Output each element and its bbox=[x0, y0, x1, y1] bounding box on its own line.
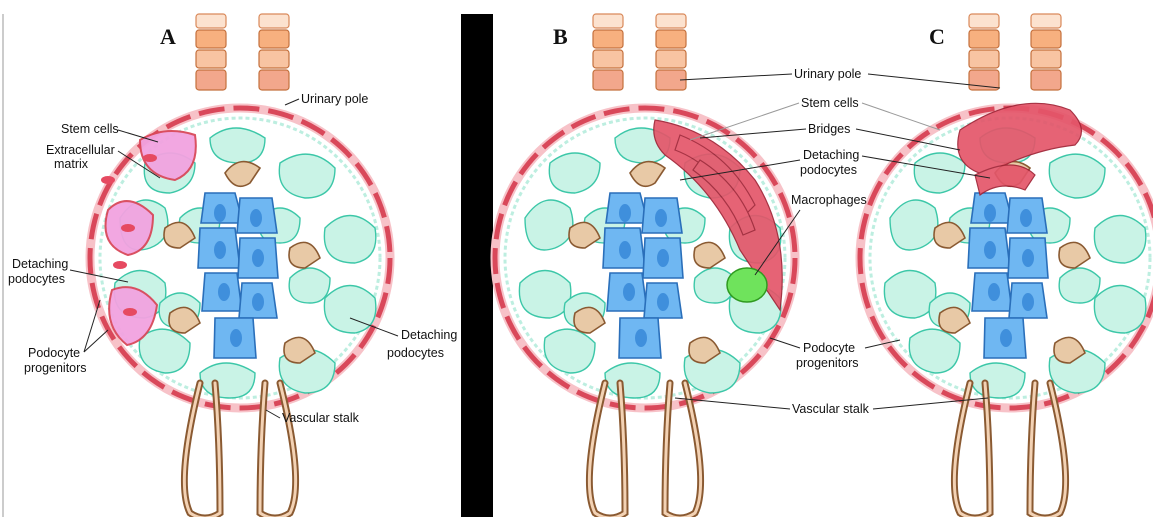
panel-b: B bbox=[495, 14, 795, 517]
label-a-vascular-stalk: Vascular stalk bbox=[282, 411, 360, 425]
label-a-detaching-right-line1: Detaching bbox=[401, 328, 457, 342]
label-a-detaching-left-line2: podocytes bbox=[8, 272, 65, 286]
label-detaching-line1: Detaching bbox=[803, 148, 859, 162]
label-bridges: Bridges bbox=[808, 122, 850, 136]
panel-letter-a: A bbox=[160, 24, 176, 49]
label-macrophages: Macrophages bbox=[791, 193, 867, 207]
label-a-urinary-pole: Urinary pole bbox=[301, 92, 368, 106]
panel-divider bbox=[461, 14, 493, 517]
panel-c: C bbox=[860, 14, 1153, 517]
label-a-detaching-left-line1: Detaching bbox=[12, 257, 68, 271]
label-progenitors-line2: progenitors bbox=[796, 356, 859, 370]
panel-a: A Urinary pole Stem cells Extracellular … bbox=[8, 14, 457, 517]
label-vascular-stalk: Vascular stalk bbox=[792, 402, 870, 416]
label-a-ecm-line1: Extracellular bbox=[46, 143, 115, 157]
panel-letter-b: B bbox=[553, 24, 568, 49]
label-a-progenitors-line1: Podocyte bbox=[28, 346, 80, 360]
label-a-stem-cells: Stem cells bbox=[61, 122, 119, 136]
label-a-detaching-right-line2: podocytes bbox=[387, 346, 444, 360]
panel-letter-c: C bbox=[929, 24, 945, 49]
label-a-ecm-line2: matrix bbox=[54, 157, 89, 171]
label-progenitors-line1: Podocyte bbox=[803, 341, 855, 355]
label-stem-cells: Stem cells bbox=[801, 96, 859, 110]
label-a-progenitors-line2: progenitors bbox=[24, 361, 87, 375]
label-urinary-pole: Urinary pole bbox=[794, 67, 861, 81]
label-detaching-line2: podocytes bbox=[800, 163, 857, 177]
macrophage-shape bbox=[727, 268, 767, 302]
